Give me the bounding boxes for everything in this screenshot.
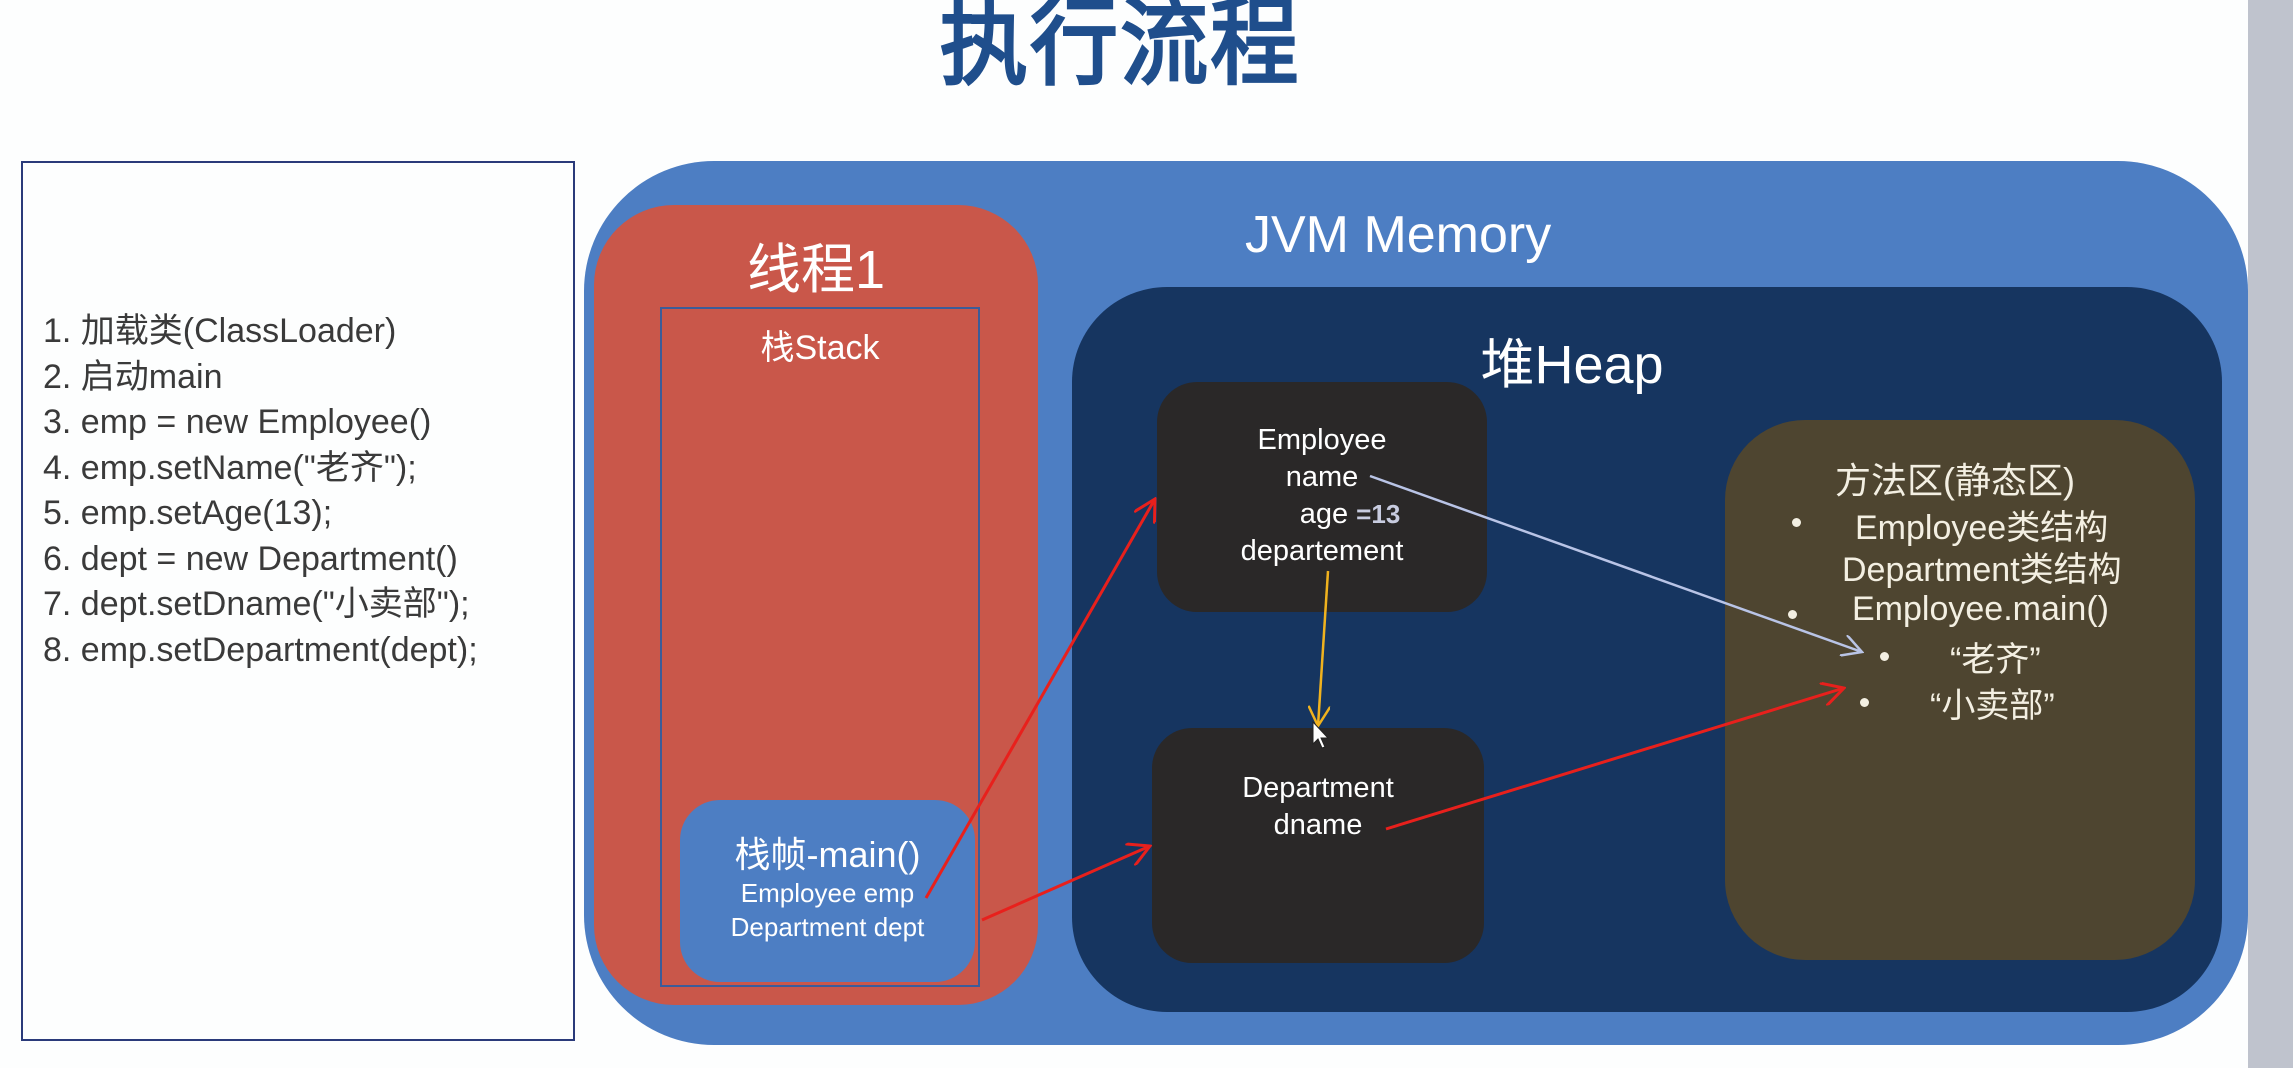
bullet-icon: [1860, 698, 1869, 707]
stack-label: 栈Stack: [760, 329, 880, 367]
age-field-label: age: [1299, 498, 1349, 530]
heap-label: 堆Heap: [1480, 335, 1664, 395]
stack-frame-main: 栈帧-main() Employee emp Department dept: [680, 800, 975, 982]
execution-steps-panel: 1. 加载类(ClassLoader) 2. 启动main 3. emp = n…: [21, 161, 575, 1041]
employee-field-name: name: [1285, 461, 1359, 493]
step-item: 6. dept = new Department(): [43, 539, 458, 578]
method-area-item: Employee类结构: [1855, 509, 2109, 547]
method-area-item: “老齐”: [1950, 641, 2041, 679]
step-item: 7. dept.setDname("小卖部");: [43, 585, 470, 623]
step-item: 4. emp.setName("老齐");: [43, 448, 417, 487]
bullet-icon: [1880, 652, 1889, 661]
bullet-icon: [1788, 610, 1797, 619]
age-value: =13: [1356, 499, 1401, 529]
execution-steps-list: 1. 加载类(ClassLoader) 2. 启动main 3. emp = n…: [43, 309, 478, 673]
step-item: 8. emp.setDepartment(dept);: [43, 630, 478, 669]
scrollbar-track[interactable]: [2248, 0, 2293, 1068]
page-title: 执行流程: [939, 0, 1301, 99]
department-field-dname: dname: [1273, 809, 1363, 841]
step-item: 3. emp = new Employee(): [43, 403, 432, 441]
department-object: Department dname: [1152, 728, 1484, 963]
jvm-memory-label: JVM Memory: [1245, 206, 1552, 264]
method-area-region: 方法区(静态区) Employee类结构 Department类结构 Emplo…: [1725, 420, 2195, 960]
bullet-icon: [1792, 518, 1801, 527]
employee-field-departement: departement: [1240, 535, 1404, 567]
step-item: 1. 加载类(ClassLoader): [43, 312, 397, 350]
method-area-item: Employee.main(): [1852, 590, 2109, 628]
frame-var-dept: Department dept: [730, 912, 925, 942]
thread-label: 线程1: [746, 240, 886, 300]
department-class-name: Department: [1242, 772, 1394, 804]
frame-var-emp: Employee emp: [740, 878, 915, 908]
method-area-title: 方法区(静态区): [1835, 460, 2075, 501]
step-item: 2. 启动main: [43, 357, 223, 396]
stack-frame-title: 栈帧-main(): [734, 834, 921, 875]
employee-field-age: age =13: [1185, 496, 1515, 533]
method-area-item: Department类结构: [1842, 551, 2122, 589]
employee-object: Employee name age =13 departement: [1157, 382, 1487, 612]
step-item: 5. emp.setAge(13);: [43, 494, 333, 532]
method-area-item: “小卖部”: [1930, 687, 2055, 725]
employee-class-name: Employee: [1257, 424, 1387, 456]
